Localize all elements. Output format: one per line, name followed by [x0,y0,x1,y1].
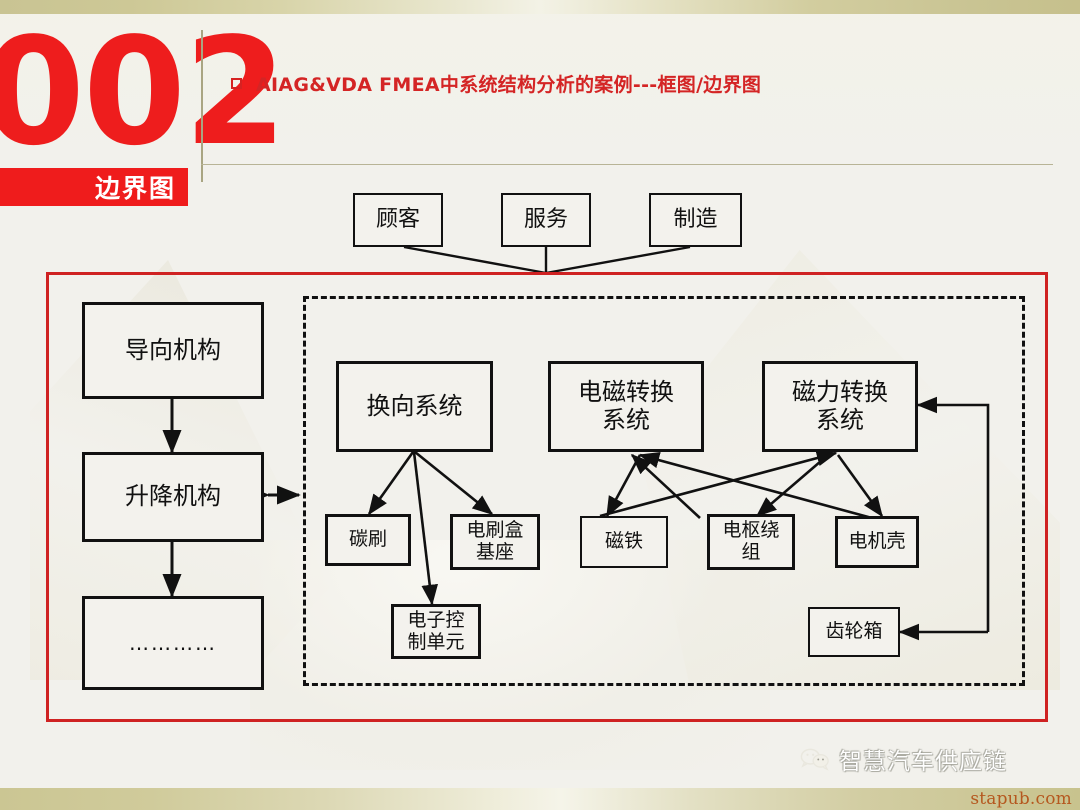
node-service[interactable]: 服务 [501,193,591,247]
top-gradient-bar [0,0,1080,14]
wechat-icon [800,747,830,771]
page-title: AIAG&VDA FMEA中系统结构分析的案例---框图/边界图 [256,74,762,96]
square-outline-icon [231,78,242,89]
node-commutation-system[interactable]: 换向系统 [336,361,493,452]
node-label: 电子控制单元 [407,608,465,653]
node-label: 电枢绕组 [722,519,780,563]
header-vertical-rule [201,30,203,182]
node-magnet[interactable]: 磁铁 [580,516,668,568]
node-label: 服务 [523,207,568,233]
node-label: 磁铁 [604,530,643,553]
node-armature-winding[interactable]: 电枢绕组 [707,514,795,570]
node-label: 换向系统 [366,391,463,420]
node-electronic-control-unit[interactable]: 电子控制单元 [391,604,481,659]
system-dashed-box [303,296,1025,686]
section-badge: 边界图 [0,168,188,206]
header-horizontal-rule [201,164,1053,165]
node-label: 电刷盒基座 [466,519,524,563]
node-label: 升降机构 [125,482,221,511]
watermark: 智慧汽车供应链 [800,742,1007,776]
node-label: 电磁转换系统 [578,377,674,434]
node-label: 制造 [673,207,718,233]
bottom-gradient-bar [0,788,1080,810]
node-brush-holder-base[interactable]: 电刷盒基座 [450,514,540,570]
node-customer[interactable]: 顾客 [353,193,443,247]
node-motor-housing[interactable]: 电机壳 [835,516,919,568]
node-carbon-brush[interactable]: 碳刷 [325,514,411,566]
boundary-frame [46,272,1048,722]
node-electromagnetic-conversion-system[interactable]: 电磁转换系统 [548,361,704,452]
node-label: 碳刷 [348,528,387,551]
node-gearbox[interactable]: 齿轮箱 [808,607,900,657]
site-credit: stapub.com [970,789,1072,809]
node-label: 电机壳 [848,530,906,553]
slide-title-row: AIAG&VDA FMEA中系统结构分析的案例---框图/边界图 [231,70,761,97]
node-manufacturing[interactable]: 制造 [649,193,742,247]
node-label: 顾客 [375,207,420,233]
node-lift-mechanism[interactable]: 升降机构 [82,452,264,542]
node-label: 齿轮箱 [825,620,883,643]
node-label: ………… [129,630,217,655]
node-guide-mechanism[interactable]: 导向机构 [82,302,264,399]
node-etc[interactable]: ………… [82,596,264,690]
slide-number: 002 [0,6,287,178]
node-magnetic-conversion-system[interactable]: 磁力转换系统 [762,361,918,452]
node-label: 磁力转换系统 [792,377,888,434]
watermark-label: 智慧汽车供应链 [839,749,1007,775]
node-label: 导向机构 [125,335,221,364]
